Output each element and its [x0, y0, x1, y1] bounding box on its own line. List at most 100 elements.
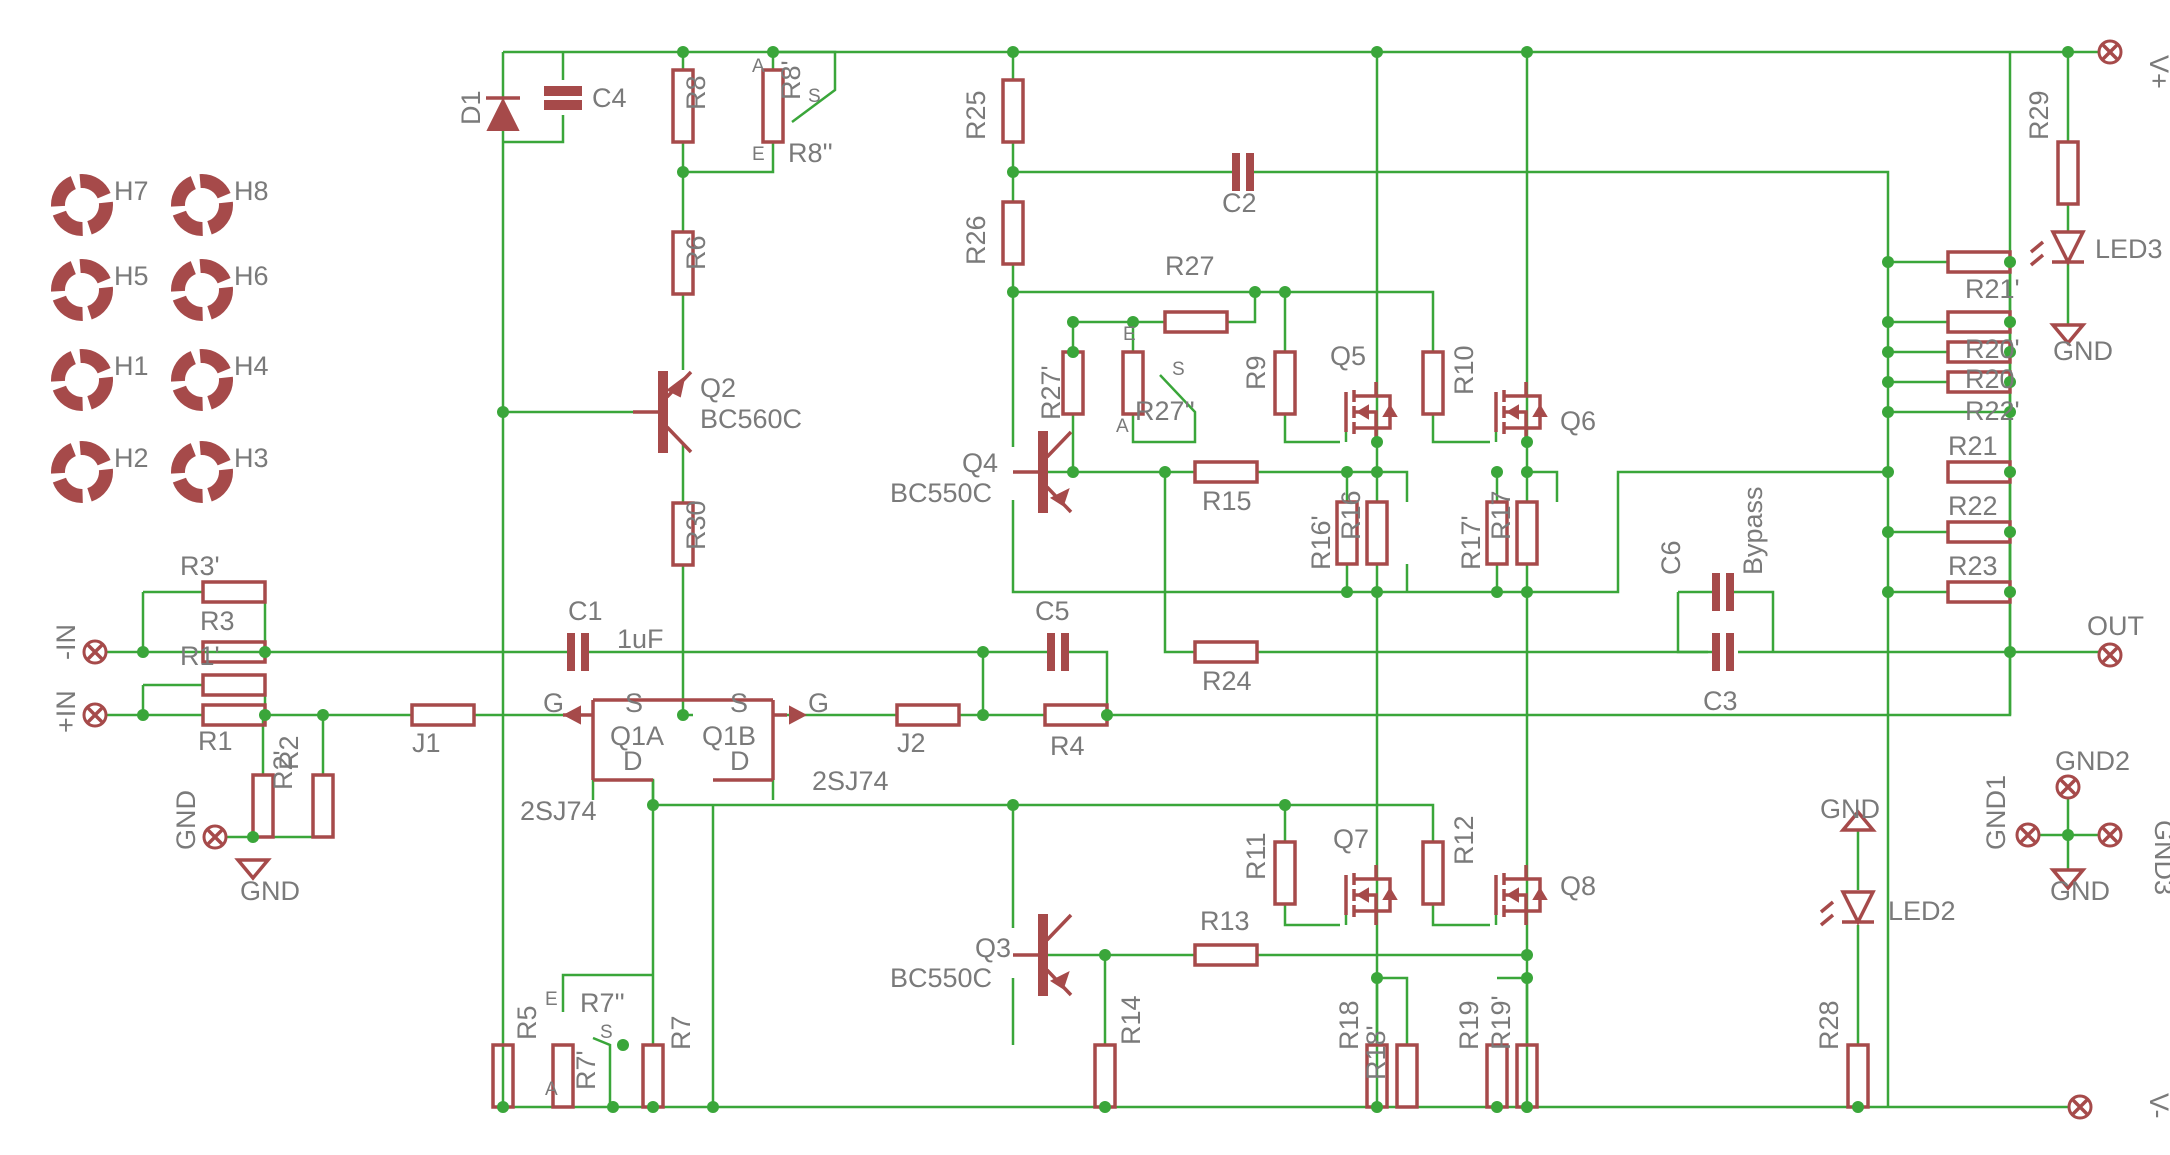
jfet-pair-Q1 — [562, 698, 808, 782]
resistor-label-R12: R12 — [1449, 815, 1479, 865]
resistor-R27pp — [1121, 350, 1145, 416]
schematic-label-30: V- — [2144, 1093, 2170, 1119]
junction-dot-32 — [2004, 376, 2016, 388]
wire-40 — [1527, 470, 1559, 502]
terminal-cross-out — [2101, 646, 2119, 664]
jfet-Q1B-arrow — [789, 705, 808, 725]
junction-dot-46 — [1101, 709, 1113, 721]
resistor-body-R8 — [671, 68, 695, 144]
junction-dot-28 — [1882, 586, 1894, 598]
resistor-body-R29 — [2056, 140, 2080, 206]
mounting-hole-H6 — [171, 259, 233, 321]
led-LED2 — [1819, 890, 1876, 927]
resistor-R29 — [2056, 140, 2080, 206]
schematic-label-14: Q1A — [610, 721, 664, 751]
schematic-label-20: LED2 — [1888, 896, 1956, 926]
resistor-R22 — [1946, 520, 2012, 544]
resistor-body-R27 — [1163, 310, 1229, 334]
resistor-label-R15: R15 — [1202, 486, 1252, 516]
mosfet-diode-Q5 — [1382, 404, 1398, 417]
capacitor-plate-b-C4 — [544, 100, 582, 110]
resistor-R26 — [1001, 200, 1025, 266]
resistor-body-R7 — [641, 1043, 665, 1109]
resistor-body-R24 — [1193, 640, 1259, 664]
resistor-R8 — [671, 68, 695, 144]
wire-42 — [1011, 470, 1888, 594]
resistor-label-R29: R29 — [2024, 90, 2054, 140]
hole-label-H5: H5 — [114, 261, 149, 291]
wire-28 — [1131, 374, 1197, 444]
resistor-R10 — [1421, 350, 1445, 416]
wire-53 — [1733, 590, 1775, 652]
terminal-gnd2 — [2055, 774, 2081, 800]
schematic-label-6: Q4 — [962, 448, 998, 478]
jfet-Q1A-arrow — [562, 705, 581, 725]
terminal-cross-gnd2 — [2059, 778, 2077, 796]
resistor-R2p — [251, 773, 275, 839]
junction-dot-47 — [247, 831, 259, 843]
schematic-label-0: 1uF — [617, 624, 664, 654]
resistor-R17 — [1515, 500, 1539, 566]
resistor-R20p — [1946, 310, 2012, 334]
junction-dot-49 — [1007, 799, 1019, 811]
resistor-R16p — [1335, 500, 1359, 566]
resistor-label-R8p: R8' — [776, 60, 806, 100]
junction-dot-42 — [317, 709, 329, 721]
junction-dot-62 — [1521, 1101, 1533, 1113]
junction-dot-40 — [137, 709, 149, 721]
junction-dot-8 — [1007, 166, 1019, 178]
schematic-label-2: D1 — [456, 90, 486, 125]
schematic-label-16: 2SJ74 — [520, 796, 597, 826]
resistor-R7 — [641, 1043, 665, 1109]
resistor-R13 — [1193, 943, 1259, 967]
junction-dot-68 — [2062, 829, 2074, 841]
hole-ring-H6 — [171, 259, 233, 321]
hole-ring-H4 — [171, 349, 233, 411]
schematic-label-11: Q8 — [1560, 871, 1596, 901]
junction-dot-63 — [1852, 1101, 1864, 1113]
mosfet-Q5 — [1344, 382, 1398, 442]
resistor-label-R5: R5 — [512, 1005, 542, 1040]
transistor-base-Q3 — [1038, 914, 1048, 996]
junction-dot-39 — [259, 646, 271, 658]
resistor-R24 — [1193, 640, 1259, 664]
resistor-label-R14: R14 — [1116, 995, 1146, 1045]
pin-label-3: E — [1123, 324, 1136, 345]
schematic-label-24: GND — [1820, 794, 1880, 824]
resistor-body-R17p — [1485, 500, 1509, 566]
capacitor-plate-b-C1 — [581, 633, 589, 671]
schematic-label-28: GND — [2050, 876, 2110, 906]
resistor-body-R16 — [1365, 500, 1389, 566]
junction-dot-71 — [1067, 316, 1079, 328]
junction-dot-27 — [1882, 526, 1894, 538]
resistor-body-R13 — [1193, 943, 1259, 967]
capacitor-label-C2: C2 — [1222, 188, 1257, 218]
resistor-label-R24: R24 — [1202, 666, 1252, 696]
pin-label-1: S — [808, 86, 821, 107]
terminal-out — [2097, 642, 2123, 668]
junction-dot-15 — [1371, 436, 1383, 448]
junction-dot-56 — [607, 1101, 619, 1113]
wire-82 — [653, 803, 1435, 842]
resistor-R28 — [1846, 1043, 1870, 1109]
diode-D1-body — [486, 97, 520, 131]
schematic-label-37: G — [808, 688, 829, 718]
transistor-base-Q4 — [1038, 431, 1048, 513]
resistor-R18p — [1395, 1043, 1419, 1109]
resistor-body-R30 — [671, 501, 695, 567]
junction-dot-2 — [1007, 46, 1019, 58]
mounting-hole-H2 — [51, 441, 113, 503]
schematic-label-29: V+ — [2144, 55, 2170, 89]
schematic-label-26: GND1 — [1981, 775, 2011, 850]
junction-dot-61 — [1491, 1101, 1503, 1113]
terminal-vminus — [2067, 1094, 2093, 1120]
junction-dot-21 — [1882, 256, 1894, 268]
resistor-R1p — [201, 673, 267, 697]
capacitor-plate-a-C4 — [544, 86, 582, 96]
transistor-arrow-Q4 — [1049, 488, 1070, 507]
resistor-label-R27pp: R27'' — [1135, 396, 1195, 426]
ground-symbol-gnd-led3 — [2049, 323, 2087, 346]
junction-dot-4 — [1521, 46, 1533, 58]
resistor-label-R20p: R20' — [1965, 334, 2020, 364]
